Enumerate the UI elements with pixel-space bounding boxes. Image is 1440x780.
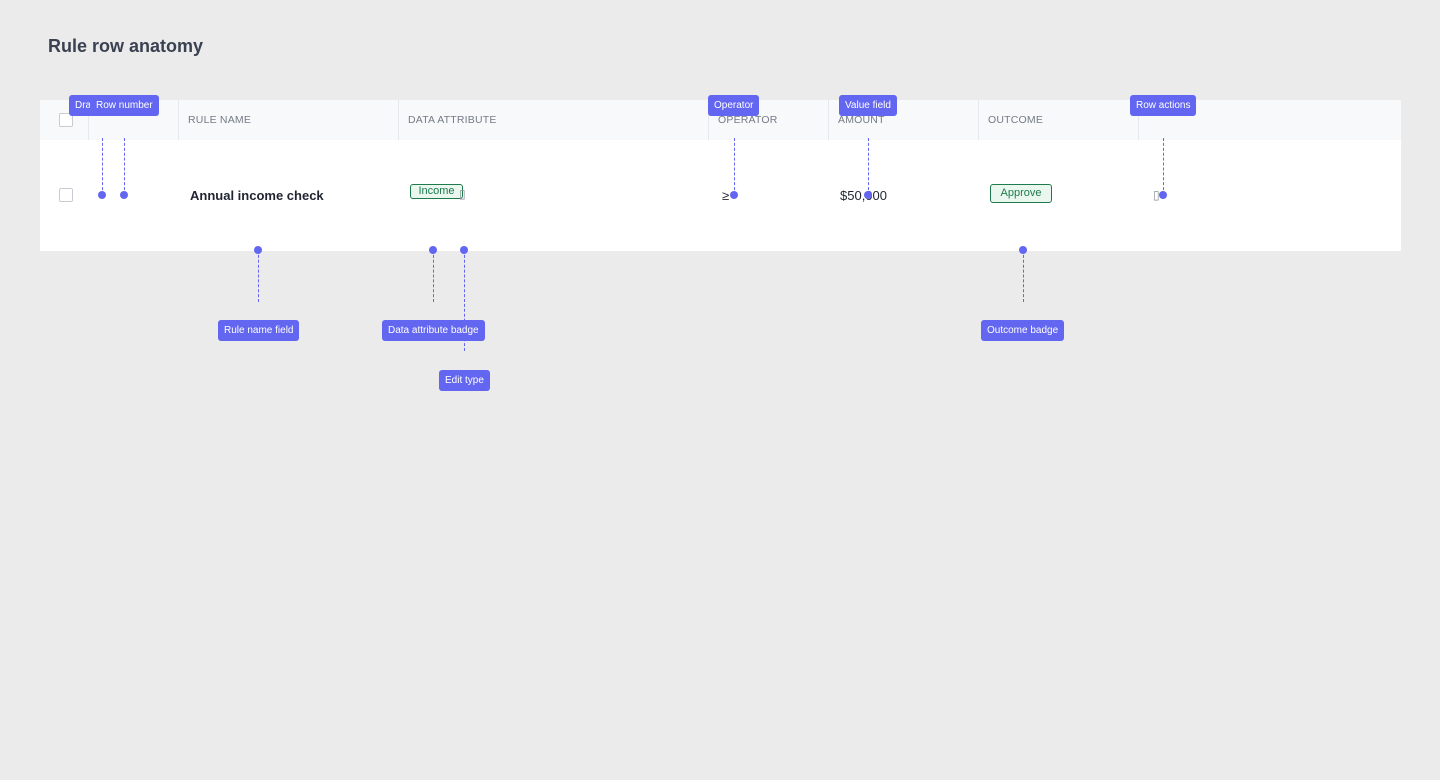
edit-type-leader: [464, 250, 465, 351]
value-field-leader: [868, 138, 869, 195]
drag-handle-leader: [102, 138, 103, 195]
header-operator[interactable]: OPERATOR: [709, 100, 829, 140]
header-data-attribute[interactable]: DATA ATTRIBUTE: [399, 100, 709, 140]
value-field-marker: [864, 191, 872, 199]
row-number-leader: [124, 138, 125, 195]
data-attribute-tag: Data attribute badge: [382, 320, 485, 341]
row-actions-icon[interactable]: ▯: [1153, 188, 1160, 202]
data-attribute-badge[interactable]: Income: [410, 184, 463, 199]
row-checkbox[interactable]: [59, 188, 73, 202]
operator-leader: [734, 138, 735, 195]
operator-marker: [730, 191, 738, 199]
row-number-tag: Row number: [90, 95, 159, 116]
operator-tag: Operator: [708, 95, 760, 116]
header-drag-number-cell: [89, 100, 179, 140]
header-rule-name[interactable]: RULE NAME: [179, 100, 399, 140]
operator-field[interactable]: ≥: [722, 188, 730, 203]
header-amount[interactable]: AMOUNT: [829, 100, 979, 140]
outcome-tag: Outcome badge: [981, 320, 1065, 341]
row-actions-tag: Row actions: [1130, 95, 1197, 116]
row-actions-leader: [1163, 138, 1164, 195]
rules-table: RULE NAME DATA ATTRIBUTE OPERATOR AMOUNT…: [40, 100, 1401, 251]
outcome-badge[interactable]: Approve: [990, 184, 1052, 203]
data-attribute-leader: [433, 250, 434, 302]
value-field-tag: Value field: [839, 95, 897, 116]
outcome-leader: [1023, 250, 1024, 302]
header-checkbox-cell: [40, 100, 89, 140]
select-all-checkbox[interactable]: [59, 113, 73, 127]
edit-type-icon[interactable]: ▯: [459, 187, 466, 201]
edit-type-tag: Edit type: [439, 370, 490, 391]
rule-name-tag: Rule name field: [218, 320, 300, 341]
rule-name-field[interactable]: Annual income check: [190, 188, 324, 203]
row-actions-marker: [1159, 191, 1167, 199]
rule-name-leader: [258, 250, 259, 302]
page-title: Rule row anatomy: [48, 36, 204, 56]
header-outcome[interactable]: OUTCOME: [979, 100, 1139, 140]
value-field[interactable]: $50,000: [840, 188, 887, 203]
drag-handle-marker: [98, 191, 106, 199]
row-number-marker: [120, 191, 128, 199]
